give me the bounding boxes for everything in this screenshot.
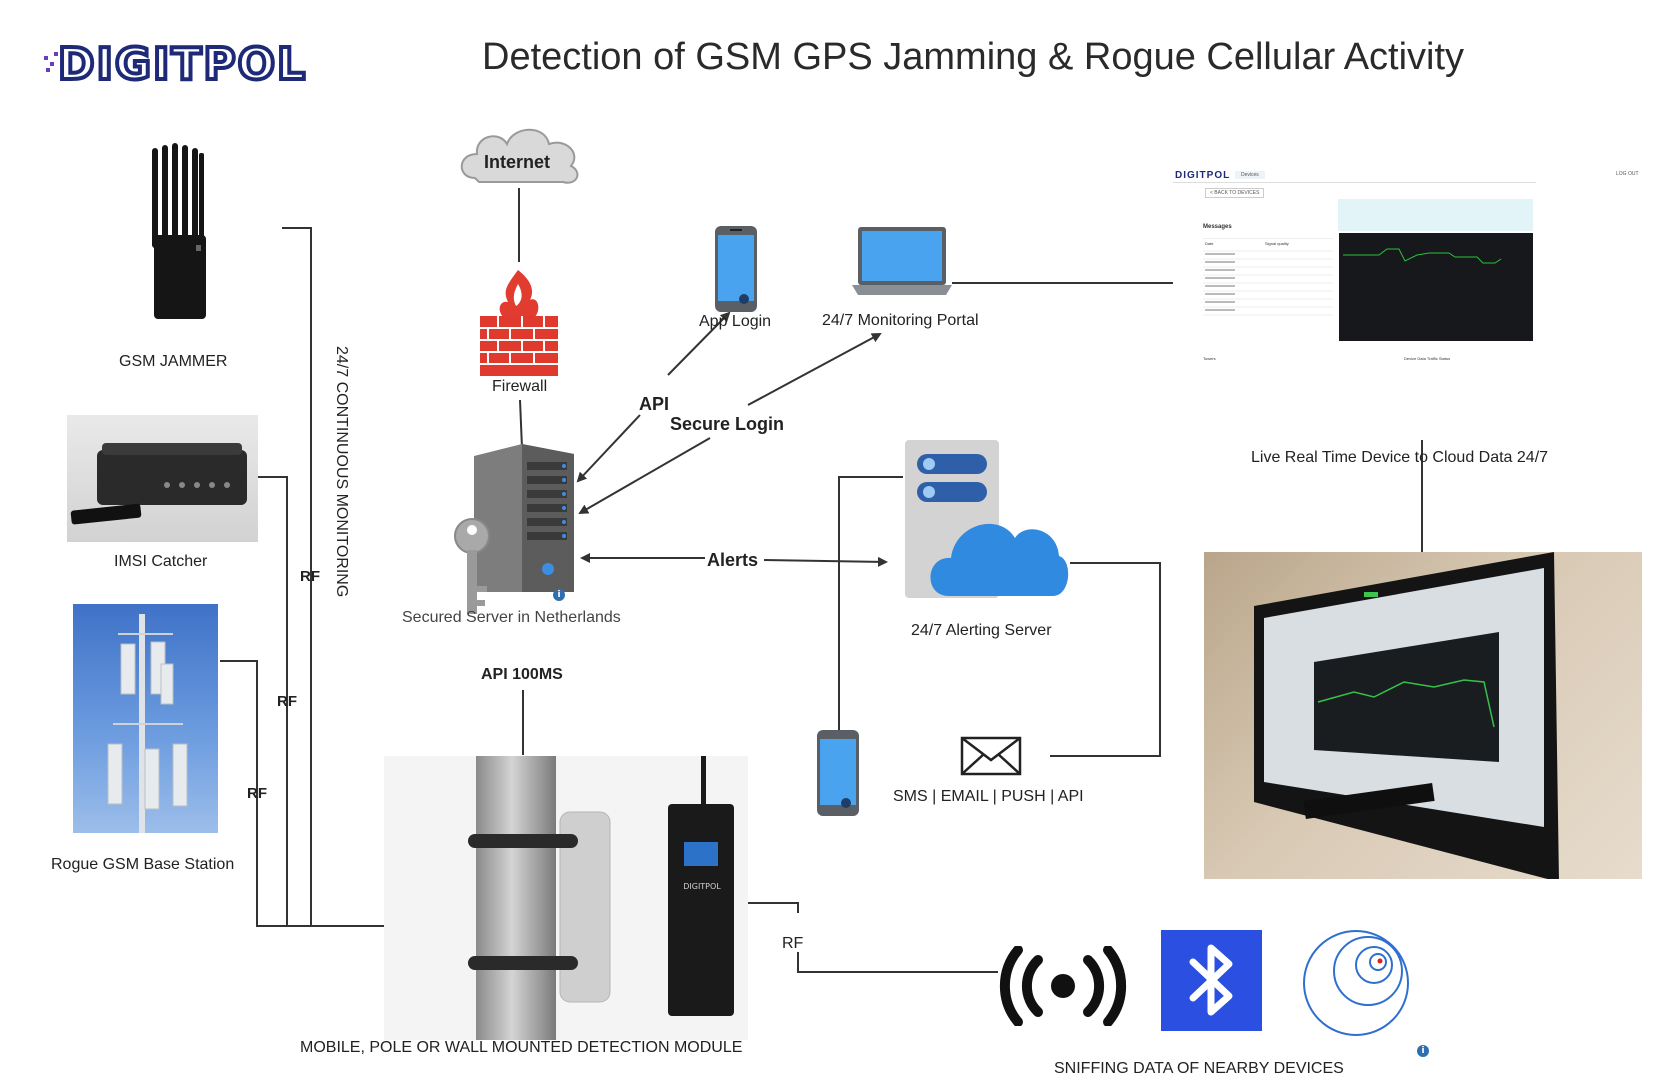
page-title: Detection of GSM GPS Jamming & Rogue Cel… xyxy=(482,36,1465,78)
notify-channels-label: SMS | EMAIL | PUSH | API xyxy=(893,788,1084,805)
dashboard-info-panel xyxy=(1338,199,1533,231)
internet-cloud: Internet xyxy=(455,118,585,190)
base-station-label: Rogue GSM Base Station xyxy=(51,856,235,873)
server-icon xyxy=(452,444,577,614)
target-icon xyxy=(1302,929,1410,1037)
dashboard-traffic: Device Data Traffic Status xyxy=(1404,356,1451,361)
cloud-server-icon xyxy=(903,438,1070,603)
detection-module-image: DIGITPOL xyxy=(384,756,748,1040)
portal-lines xyxy=(952,282,1423,552)
col-signal: Signal quality xyxy=(1265,241,1289,246)
arrows xyxy=(576,311,888,567)
cloud-icon xyxy=(460,128,579,184)
gsm-jammer-image xyxy=(144,143,214,323)
server-label: Secured Server in Netherlands xyxy=(402,609,621,626)
logo-icon: DIGITPOL xyxy=(44,37,307,92)
dashboard-caption: Live Real Time Device to Cloud Data 24/7 xyxy=(1251,449,1549,466)
tv-display-image xyxy=(1204,552,1642,879)
core-lines xyxy=(518,188,524,755)
dashboard-table: Date Signal quality xyxy=(1203,238,1333,349)
info-icon-sniffing[interactable]: i xyxy=(1417,1045,1429,1057)
bluetooth-icon xyxy=(1161,930,1262,1031)
laptop-icon xyxy=(852,225,952,297)
firewall-label: Firewall xyxy=(492,378,548,395)
dashboard-messages-heading: Messages xyxy=(1203,224,1232,230)
dashboard-back-button[interactable]: < BACK TO DEVICES xyxy=(1205,188,1265,198)
info-icon[interactable]: i xyxy=(553,589,565,601)
api-100ms-label: API 100MS xyxy=(481,666,563,683)
api-label: API xyxy=(639,394,670,414)
rf-label-imsi: RF xyxy=(277,693,297,710)
portal-label: 24/7 Monitoring Portal xyxy=(822,312,979,329)
monitoring-label: 24/7 CONTINUOUS MONITORING xyxy=(333,346,350,598)
module-brand-text: DIGITPOL xyxy=(683,882,721,891)
col-date: Date xyxy=(1205,241,1214,246)
digitpol-logo: DIGITPOL xyxy=(44,37,344,92)
alerts-label: Alerts xyxy=(707,550,759,570)
secure-login-label: Secure Login xyxy=(670,414,785,434)
dashboard-chart xyxy=(1339,233,1533,341)
rf-lines xyxy=(220,227,384,927)
phone-icon xyxy=(714,225,758,313)
rf-label-base: RF xyxy=(247,785,267,802)
dashboard-preview: DIGITPOL Devices LOG OUT < BACK TO DEVIC… xyxy=(1173,166,1639,388)
svg-text:DIGITPOL: DIGITPOL xyxy=(58,42,307,84)
imsi-catcher-label: IMSI Catcher xyxy=(114,553,208,570)
envelope-icon xyxy=(960,736,1022,776)
internet-label: Internet xyxy=(484,152,551,172)
app-login-label: App Login xyxy=(699,313,772,330)
dashboard-logo: DIGITPOL xyxy=(1175,170,1231,181)
sniffing-caption: SNIFFING DATA OF NEARBY DEVICES xyxy=(1054,1060,1344,1077)
rf-label-jammer: RF xyxy=(300,568,320,585)
gsm-jammer-label: GSM JAMMER xyxy=(119,353,228,370)
dashboard-towers: Towers xyxy=(1203,356,1216,361)
phone-icon-alert xyxy=(816,729,860,817)
alerting-server-label: 24/7 Alerting Server xyxy=(911,622,1052,639)
dashboard-tab[interactable]: Devices xyxy=(1235,171,1265,179)
imsi-catcher-image xyxy=(67,415,258,542)
dashboard-user[interactable]: LOG OUT xyxy=(1616,171,1639,177)
key-icon xyxy=(454,518,490,614)
rf-label-module: RF xyxy=(782,935,804,952)
base-station-image xyxy=(73,604,218,833)
module-caption: MOBILE, POLE OR WALL MOUNTED DETECTION M… xyxy=(300,1039,743,1056)
broadcast-icon xyxy=(998,945,1128,1027)
firewall-icon xyxy=(478,266,560,378)
alert-lines xyxy=(838,476,1161,757)
